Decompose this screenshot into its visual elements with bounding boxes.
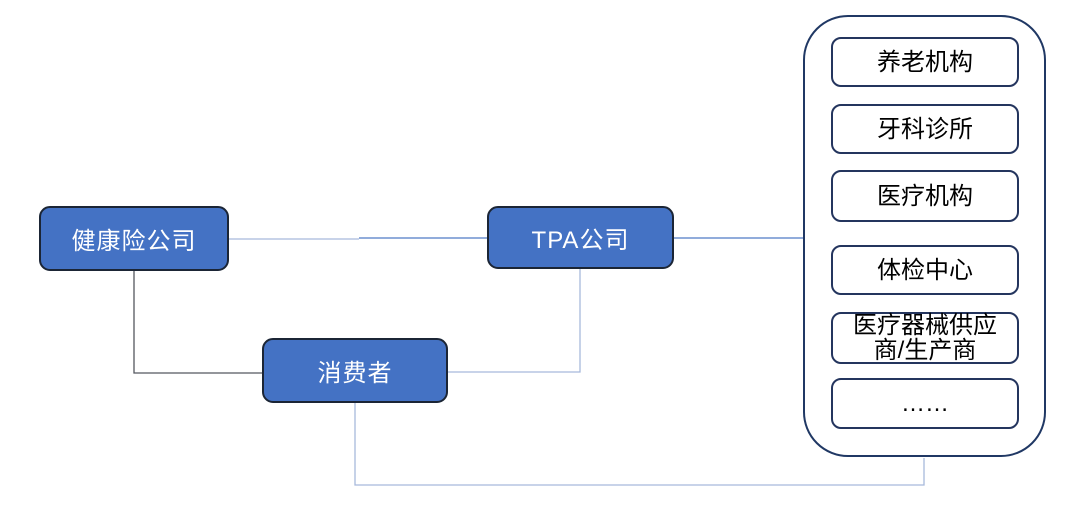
node-health-insurer: 健康险公司 (39, 206, 229, 271)
provider-item-elderly-care: 养老机构 (831, 37, 1019, 87)
node-tpa-company-label: TPA公司 (531, 227, 630, 254)
node-health-insurer-label: 健康险公司 (71, 228, 197, 255)
provider-item-ellipsis: …… (831, 378, 1019, 429)
provider-item-device-supplier: 医疗器械供应 商/生产商 (831, 312, 1019, 364)
node-consumer: 消费者 (262, 338, 448, 403)
connector-tpa-to-consumer (448, 269, 581, 373)
node-tpa-company: TPA公司 (487, 206, 674, 269)
provider-item-checkup-center: 体检中心 (831, 245, 1019, 295)
node-consumer-label: 消费者 (317, 360, 393, 387)
provider-item-dental-clinic: 牙科诊所 (831, 104, 1019, 154)
provider-panel: 养老机构 牙科诊所 医疗机构 体检中心 医疗器械供应 商/生产商 …… (803, 15, 1046, 457)
provider-item-medical-institution: 医疗机构 (831, 170, 1019, 222)
connector-insurer-to-consumer (133, 271, 262, 374)
